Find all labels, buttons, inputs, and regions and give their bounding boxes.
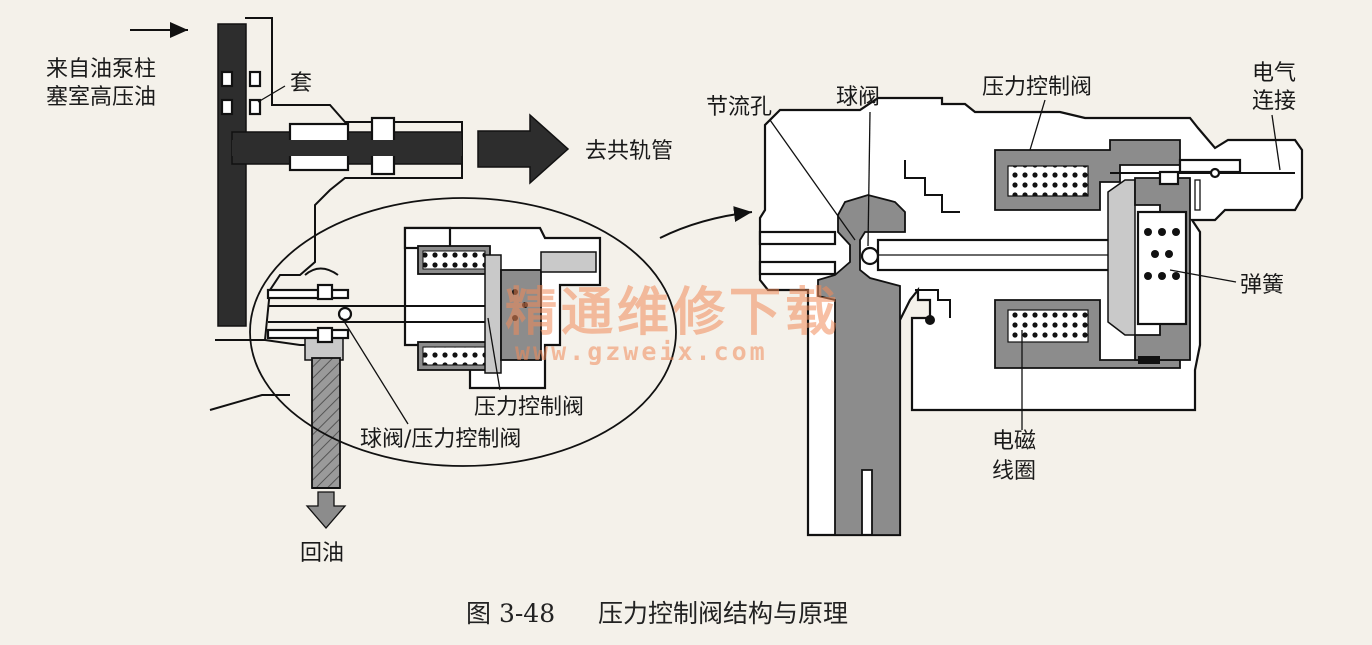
figure-caption: 图 3-48 压力控制阀结构与原理 (466, 599, 848, 628)
caption-title: 压力控制阀结构与原理 (598, 599, 848, 628)
small-valve (266, 226, 602, 390)
sleeve-leader (257, 85, 286, 103)
bottom-shim (1138, 356, 1160, 364)
inlet-lower (758, 260, 837, 276)
label-source-1: 来自油泵柱 (46, 57, 156, 82)
to-rail-arrow (477, 113, 570, 185)
stepped-profile (904, 160, 960, 213)
armature-disc (1107, 179, 1136, 336)
left-assembly (130, 17, 753, 529)
spring (1144, 228, 1180, 280)
watermark: 精通维修下载 www.gzweix.com (505, 283, 841, 366)
label-ball-valve: 球阀 (836, 85, 880, 110)
watermark-url: www.gzweix.com (515, 337, 768, 366)
label-ball-pressure-valve: 球阀/压力控制阀 (360, 427, 521, 452)
connector-sleeve (1178, 158, 1242, 174)
label-pressure-valve-right: 压力控制阀 (982, 75, 1092, 100)
throttle-leader (769, 119, 856, 241)
label-pressure-valve-left: 压力控制阀 (474, 395, 584, 420)
rail-bore (232, 140, 462, 156)
electric-leader (1271, 114, 1281, 171)
label-spring: 弹簧 (1240, 273, 1284, 298)
ball-valve-leader (341, 317, 409, 425)
ball-valve-leader-right (867, 111, 871, 247)
housing-outline (225, 17, 463, 341)
valve-seat-body (817, 194, 906, 536)
label-to-rail: 去共轨管 (585, 139, 673, 164)
return-arrow (305, 491, 347, 529)
labels: 来自油泵柱 塞室高压油 套 去共轨管 回油 球阀/压力控制阀 压力控制阀 节流孔… (46, 57, 1296, 566)
inlet-upper (758, 230, 837, 246)
sleeve-rings (220, 70, 262, 116)
ball (860, 246, 880, 266)
label-return-oil: 回油 (300, 541, 344, 566)
label-sleeve: 套 (290, 71, 312, 96)
label-throttle-hole: 节流孔 (706, 95, 772, 120)
coil-lower (1007, 309, 1089, 343)
label-coil-2: 线圈 (992, 459, 1036, 484)
pressure-valve-leader-right (1029, 99, 1046, 151)
coil-upper (1007, 165, 1089, 197)
base-line (209, 394, 290, 411)
zoom-ellipse (249, 197, 677, 467)
right-detail (758, 96, 1304, 537)
pressure-valve-leader-left (487, 317, 501, 391)
label-electric-1: 电气 (1252, 61, 1296, 86)
label-electric-2: 连接 (1252, 89, 1296, 114)
caption-figure-number: 图 3-48 (466, 599, 555, 628)
label-source-2: 塞室高压油 (46, 85, 156, 110)
zoom-connector (659, 206, 753, 239)
supply-passage (217, 23, 247, 327)
label-coil-1: 电磁 (992, 429, 1036, 454)
seal-dot (925, 315, 935, 325)
watermark-brand: 精通维修下载 (505, 283, 841, 343)
spring-leader (1169, 269, 1237, 283)
return-pipe (311, 357, 341, 489)
